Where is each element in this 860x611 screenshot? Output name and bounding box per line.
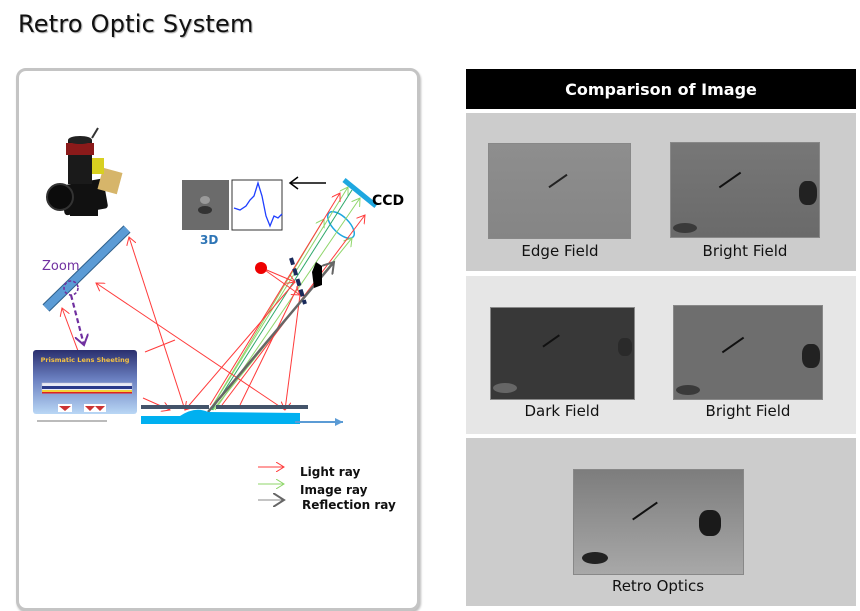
- profile-plot: [231, 179, 283, 231]
- zoom-arrow: [69, 294, 84, 345]
- legend-light-ray: Light ray: [300, 465, 361, 479]
- 3d-label: 3D: [200, 233, 218, 247]
- prismatic-title: Prismatic Lens Sheeting: [41, 356, 130, 364]
- bright-field-caption-1: Bright Field: [702, 242, 788, 260]
- retro-optics-caption: Retro Optics: [611, 577, 705, 595]
- camera-icon: [46, 127, 123, 216]
- ccd-sensor: [342, 178, 378, 208]
- plate-right: [216, 405, 308, 409]
- comparison-row-2: Dark Field Bright Field: [466, 276, 856, 434]
- zoom-label: Zoom: [42, 259, 79, 274]
- blocker: [312, 262, 322, 288]
- legend-reflection-ray: Reflection ray: [302, 498, 396, 512]
- prismatic-lens-card: Prismatic Lens Sheeting: [33, 350, 137, 422]
- comparison-row-1: Edge Field Bright Field: [466, 113, 856, 271]
- retro-optics-image: [573, 469, 744, 575]
- ccd-label: CCD: [372, 193, 404, 209]
- reflection-ray: [207, 262, 334, 413]
- lens: [326, 210, 356, 240]
- legend: [258, 467, 284, 500]
- bright-field-image-1: [670, 142, 820, 238]
- bright-field-image-2: [673, 305, 823, 400]
- mirror: [43, 226, 130, 311]
- edge-field-image: [488, 143, 631, 239]
- light-source: [255, 262, 267, 274]
- bright-field-caption-2: Bright Field: [705, 402, 791, 420]
- arrow-to-plot: [288, 176, 326, 190]
- dark-field-image: [490, 307, 635, 400]
- beam-splitter: [289, 257, 307, 305]
- water-layer: [141, 409, 300, 424]
- comparison-header: Comparison of Image: [466, 69, 856, 109]
- 3d-image: [182, 180, 229, 230]
- comparison-row-3: Retro Optics: [466, 438, 856, 606]
- edge-field-caption: Edge Field: [521, 242, 599, 260]
- plate-left: [141, 405, 209, 409]
- dark-field-caption: Dark Field: [524, 402, 600, 420]
- page-title: Retro Optic System: [18, 10, 254, 38]
- legend-image-ray: Image ray: [300, 483, 368, 497]
